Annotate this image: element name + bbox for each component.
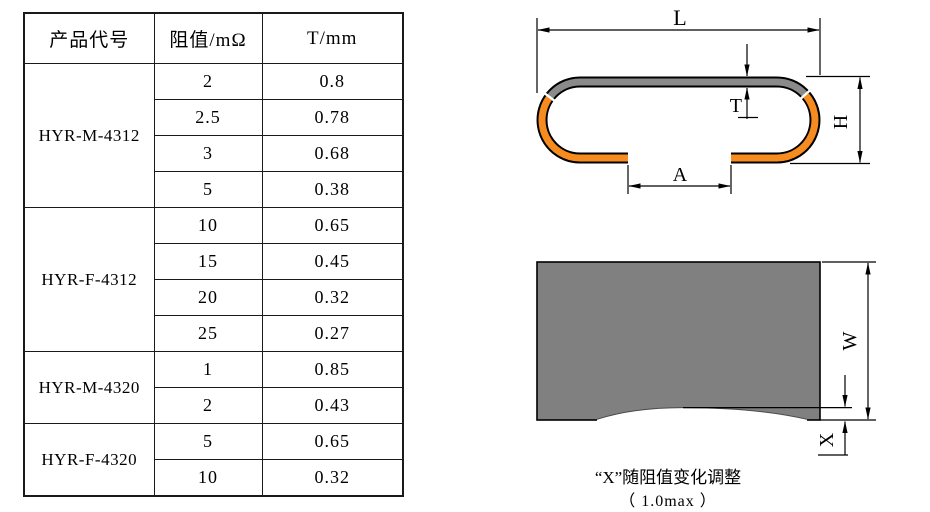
bottom-view-diagram: W X “X”随阻值变化调整 （ 1.0max ） bbox=[536, 261, 876, 510]
resistance-cell: 10 bbox=[153, 207, 263, 244]
product-code-cell: HYR-M-4320 bbox=[23, 351, 155, 424]
body-rect bbox=[536, 261, 821, 421]
thickness-cell: 0.38 bbox=[261, 171, 404, 208]
resistance-cell: 5 bbox=[153, 171, 263, 208]
resistance-cell: 20 bbox=[153, 279, 263, 316]
resistor-clip-body bbox=[536, 76, 821, 164]
resistance-cell: 2.5 bbox=[153, 99, 263, 136]
dim-label-T: T bbox=[730, 95, 742, 117]
product-code-cell: HYR-F-4320 bbox=[23, 423, 155, 497]
thickness-cell: 0.65 bbox=[261, 207, 404, 244]
cross-section-diagram: L T H A bbox=[536, 5, 870, 194]
thickness-cell: 0.43 bbox=[261, 387, 404, 424]
terminal-right bbox=[731, 92, 819, 162]
resistance-cell: 15 bbox=[153, 243, 263, 280]
table-row: HYR-F-4320 5 0.65 bbox=[23, 423, 404, 497]
dim-label-L: L bbox=[673, 5, 686, 30]
resistor-bottom-body bbox=[536, 261, 852, 422]
thickness-cell: 0.65 bbox=[261, 423, 404, 460]
table-row: HYR-M-4312 2 0.8 bbox=[23, 63, 404, 208]
dimension-A: A bbox=[627, 164, 732, 194]
thickness-cell: 0.78 bbox=[261, 99, 404, 136]
terminal-left bbox=[538, 94, 628, 162]
table-row: 10 0.32 bbox=[24, 459, 404, 497]
thickness-cell: 0.32 bbox=[261, 279, 404, 316]
dimension-W: W bbox=[820, 261, 876, 421]
resistance-cell: 3 bbox=[153, 135, 263, 172]
resistance-cell: 1 bbox=[153, 351, 263, 388]
resistance-cell: 2 bbox=[153, 387, 263, 424]
header-product-code: 产品代号 bbox=[23, 12, 155, 64]
resistance-cell: 10 bbox=[153, 459, 263, 497]
dimension-X: X bbox=[816, 375, 848, 456]
caption-line-1: “X”随阻值变化调整 bbox=[595, 468, 741, 487]
header-thickness: T/mm bbox=[261, 12, 404, 64]
weld-seam-left bbox=[541, 90, 558, 104]
header-resistance: 阻值/mΩ bbox=[153, 12, 263, 64]
thickness-cell: 0.45 bbox=[261, 243, 404, 280]
diagram-caption: “X”随阻值变化调整 （ 1.0max ） bbox=[595, 468, 741, 510]
spec-table: 产品代号 阻值/mΩ T/mm HYR-M-4312 2 0.8 2.5 0.7… bbox=[23, 12, 404, 497]
caption-line-2: （ 1.0max ） bbox=[619, 492, 717, 510]
table-row: 2.5 0.78 bbox=[24, 99, 404, 136]
dim-label-X: X bbox=[816, 432, 838, 447]
dimension-H: H bbox=[790, 75, 870, 165]
dimension-L: L bbox=[536, 5, 821, 93]
resistance-cell: 2 bbox=[153, 63, 263, 100]
resistance-cell: 5 bbox=[153, 423, 263, 460]
table-row: 15 0.45 bbox=[24, 243, 404, 280]
thickness-cell: 0.85 bbox=[261, 351, 404, 388]
table-row: 20 0.32 bbox=[24, 279, 404, 316]
thickness-cell: 0.27 bbox=[261, 315, 404, 352]
dim-label-W: W bbox=[839, 331, 861, 350]
table-row: 25 0.27 bbox=[24, 315, 404, 352]
thickness-cell: 0.8 bbox=[261, 63, 404, 100]
resistive-element bbox=[546, 78, 808, 100]
weld-seam-right bbox=[797, 87, 813, 102]
table-header-row: 产品代号 阻值/mΩ T/mm bbox=[23, 12, 404, 64]
dim-label-A: A bbox=[673, 164, 688, 186]
product-code-cell: HYR-M-4312 bbox=[23, 63, 155, 208]
resistance-cell: 25 bbox=[153, 315, 263, 352]
table-row: HYR-F-4312 10 0.65 bbox=[23, 207, 404, 352]
product-code-cell: HYR-F-4312 bbox=[23, 207, 155, 352]
dimension-T: T bbox=[730, 44, 758, 119]
clip-outline bbox=[536, 76, 821, 164]
thickness-cell: 0.32 bbox=[261, 459, 404, 497]
table-row: HYR-M-4320 1 0.85 bbox=[23, 351, 404, 424]
thickness-cell: 0.68 bbox=[261, 135, 404, 172]
dim-label-H: H bbox=[830, 115, 852, 129]
table-row: 5 0.38 bbox=[24, 171, 404, 208]
